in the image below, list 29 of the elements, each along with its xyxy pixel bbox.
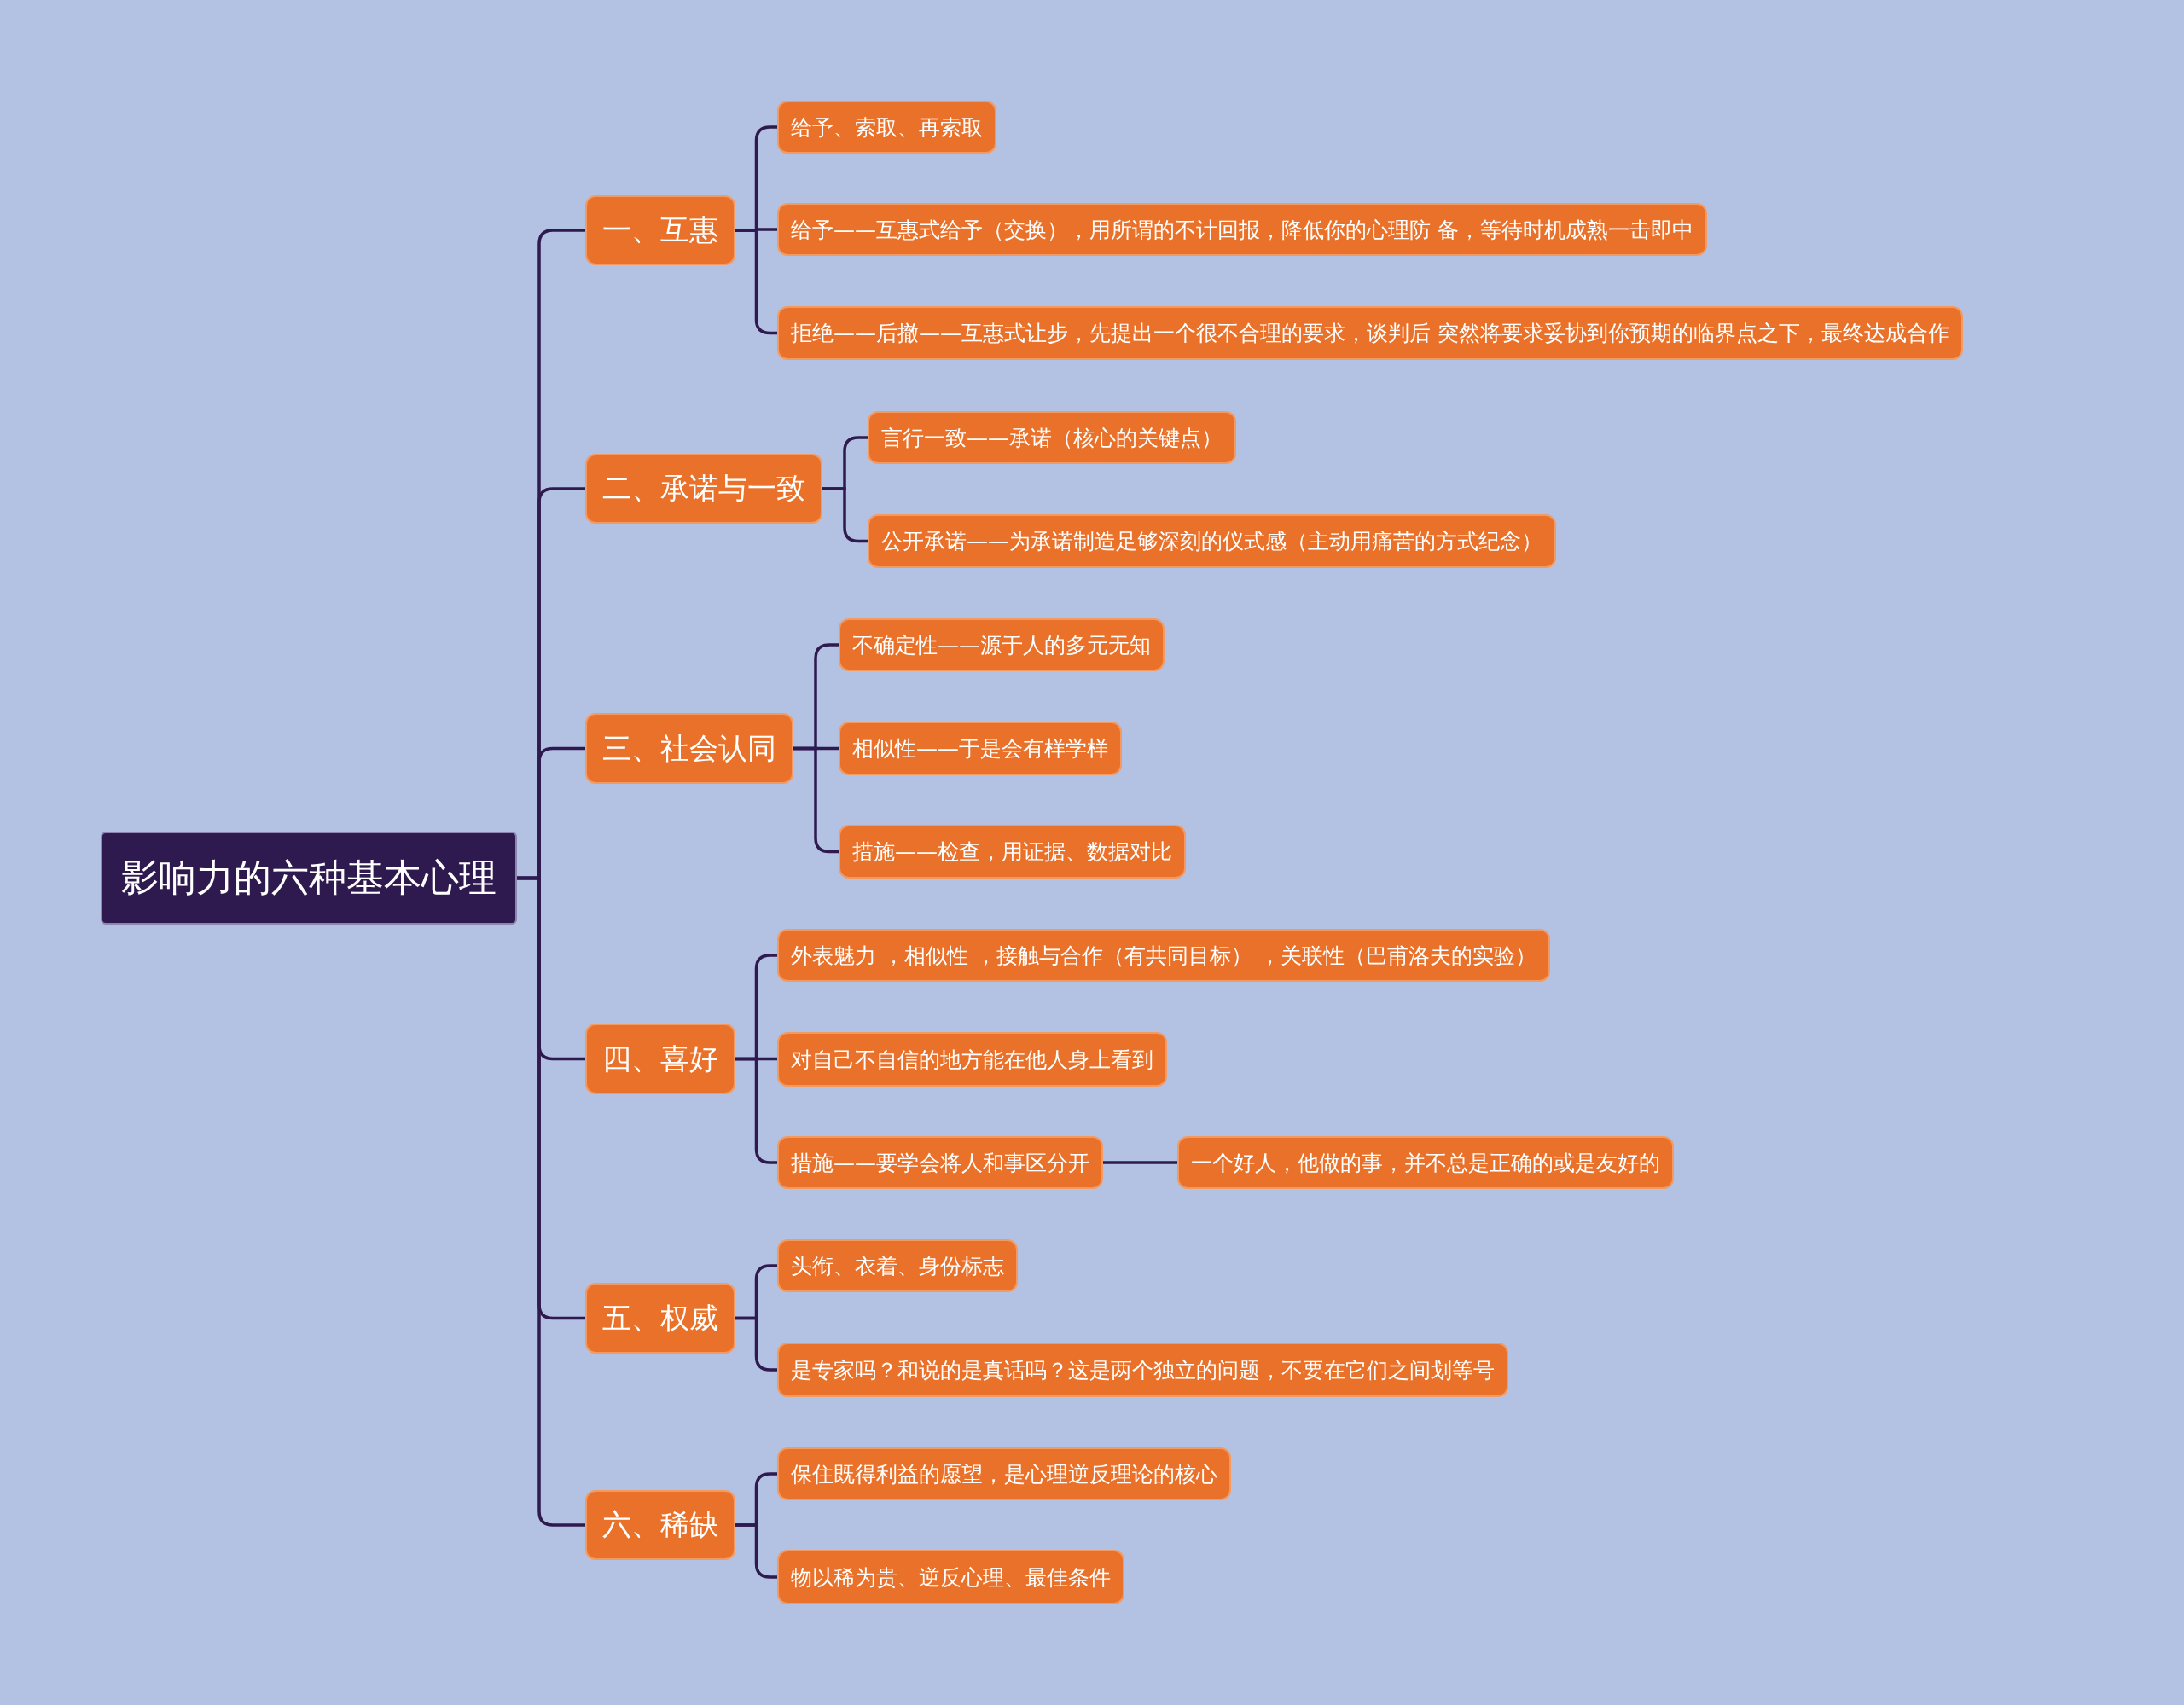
- root-topic-box: 影响力的六种基本心理: [101, 832, 517, 925]
- leaf-topic-box: 给予——互惠式给予（交换），用所谓的不计回报，降低你的心理防 备，等待时机成熟一击即中: [777, 203, 1707, 256]
- connector-line: [1103, 1161, 1177, 1164]
- leaf-topic-box: 措施——检查，用证据、数据对比: [839, 825, 1186, 879]
- leaf-topic-box: 保住既得利益的愿望，是心理逆反理论的核心: [777, 1447, 1231, 1500]
- branch-topic-box: 二、承诺与一致: [585, 454, 822, 524]
- leaf-topic-box: 头衔、衣着、身份标志: [777, 1239, 1018, 1292]
- leaf-topic-box: 是专家吗？和说的是真话吗？这是两个独立的问题，不要在它们之间划等号: [777, 1343, 1508, 1397]
- leaf-topic-box: 给予、索取、再索取: [777, 101, 996, 154]
- connector-line: [735, 1523, 777, 1579]
- leaf-topic-box: 言行一致——承诺（核心的关键点）: [868, 411, 1236, 464]
- connector-line: [735, 1057, 777, 1164]
- branch-topic-box: 四、喜好: [585, 1024, 735, 1094]
- leaf-topic-box: 拒绝——后撤——互惠式让步，先提出一个很不合理的要求，谈判后 突然将要求妥协到你预期的临界点之下，最终达成合作: [777, 306, 1963, 360]
- leaf-topic-box: 不确定性——源于人的多元无知: [839, 618, 1165, 671]
- leaf-topic-box: 一个好人，他做的事，并不总是正确的或是友好的: [1177, 1136, 1674, 1189]
- branch-topic-box: 一、互惠: [585, 195, 735, 265]
- leaf-topic-box: 公开承诺——为承诺制造足够深刻的仪式感（主动用痛苦的方式纪念）: [868, 514, 1556, 568]
- leaf-topic-box: 措施——要学会将人和事区分开: [777, 1136, 1103, 1189]
- leaf-topic-box: 相似性——于是会有样学样: [839, 722, 1122, 775]
- branch-topic-box: 五、权威: [585, 1283, 735, 1354]
- branch-topic-box: 三、社会认同: [585, 713, 793, 784]
- leaf-topic-box: 对自己不自信的地方能在他人身上看到: [777, 1032, 1167, 1087]
- leaf-topic-box: 物以稀为贵、逆反心理、最佳条件: [777, 1550, 1124, 1604]
- connector-line: [735, 1316, 777, 1372]
- branch-topic-box: 六、稀缺: [585, 1490, 735, 1560]
- connector-line: [735, 229, 777, 335]
- leaf-topic-box: 外表魅力 ，相似性 ，接触与合作（有共同目标） ，关联性（巴甫洛夫的实验）: [777, 929, 1550, 982]
- connector-line: [517, 876, 585, 1527]
